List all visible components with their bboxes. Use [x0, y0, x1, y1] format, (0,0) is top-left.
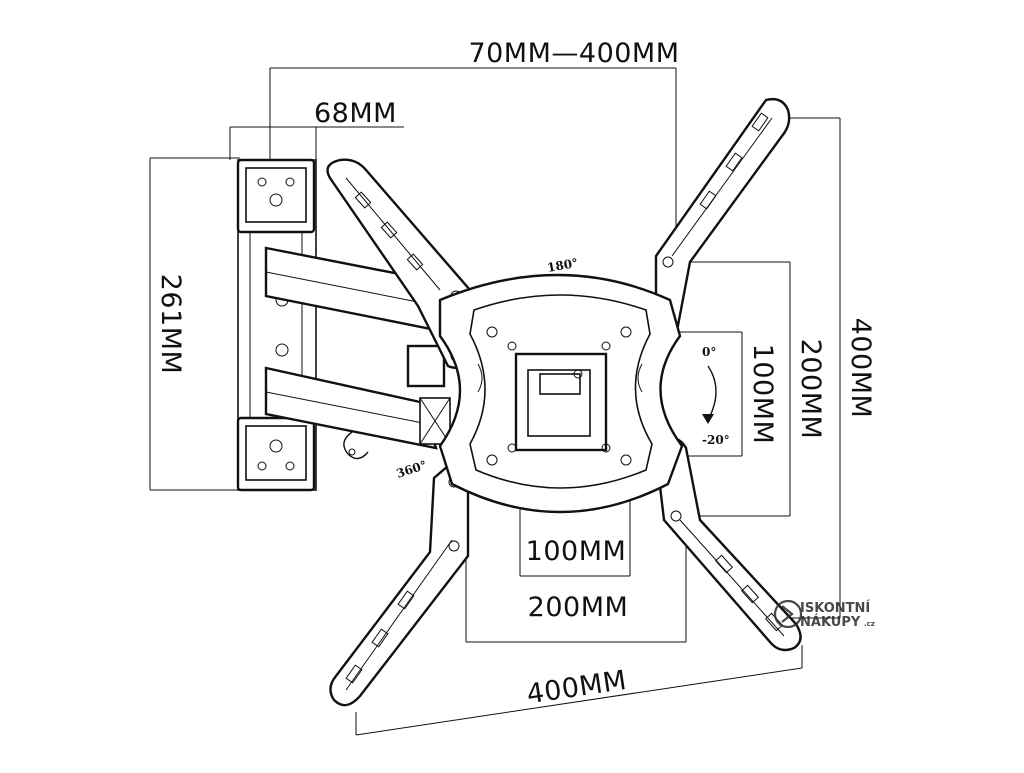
label-arm-reach: 70MM—400MM	[468, 38, 679, 69]
vesa-arm-bottom-left	[329, 463, 470, 707]
watermark-line2: NÁKUPY	[800, 614, 861, 630]
label-horizontal-400: 400MM	[525, 665, 629, 711]
wall-plate	[236, 158, 317, 492]
label-swivel-180: 180°	[546, 256, 579, 275]
dim-horizontal-400	[355, 645, 803, 736]
label-horizontal-100: 100MM	[526, 536, 627, 567]
dim-vertical-400	[790, 117, 841, 619]
dim-wall-plate-height	[149, 157, 240, 491]
dim-vertical-200	[690, 261, 791, 517]
label-horizontal-200: 200MM	[528, 592, 629, 623]
label-tilt-0: 0°	[702, 345, 716, 359]
label-rotate-360: 360°	[395, 458, 429, 481]
articulating-arms	[264, 246, 451, 460]
watermark-logo-icon	[773, 599, 803, 629]
vesa-arm-bottom-right	[654, 437, 802, 652]
label-tilt-minus-20: -20°	[702, 433, 730, 447]
watermark-line1: ISKONTNÍ	[800, 600, 870, 616]
watermark-suffix: .cz	[864, 620, 875, 628]
label-vertical-200: 200MM	[795, 339, 826, 440]
label-vertical-400: 400MM	[845, 318, 876, 419]
watermark: ISKONTNÍ NÁKUPY .cz	[773, 599, 875, 630]
label-vertical-100: 100MM	[747, 344, 778, 445]
dim-wall-depth	[229, 126, 404, 160]
label-wall-depth: 68MM	[314, 98, 397, 129]
tilt-arrow	[702, 365, 717, 424]
label-wall-plate-height: 261MM	[155, 274, 186, 375]
vesa-center-plate	[438, 273, 684, 514]
